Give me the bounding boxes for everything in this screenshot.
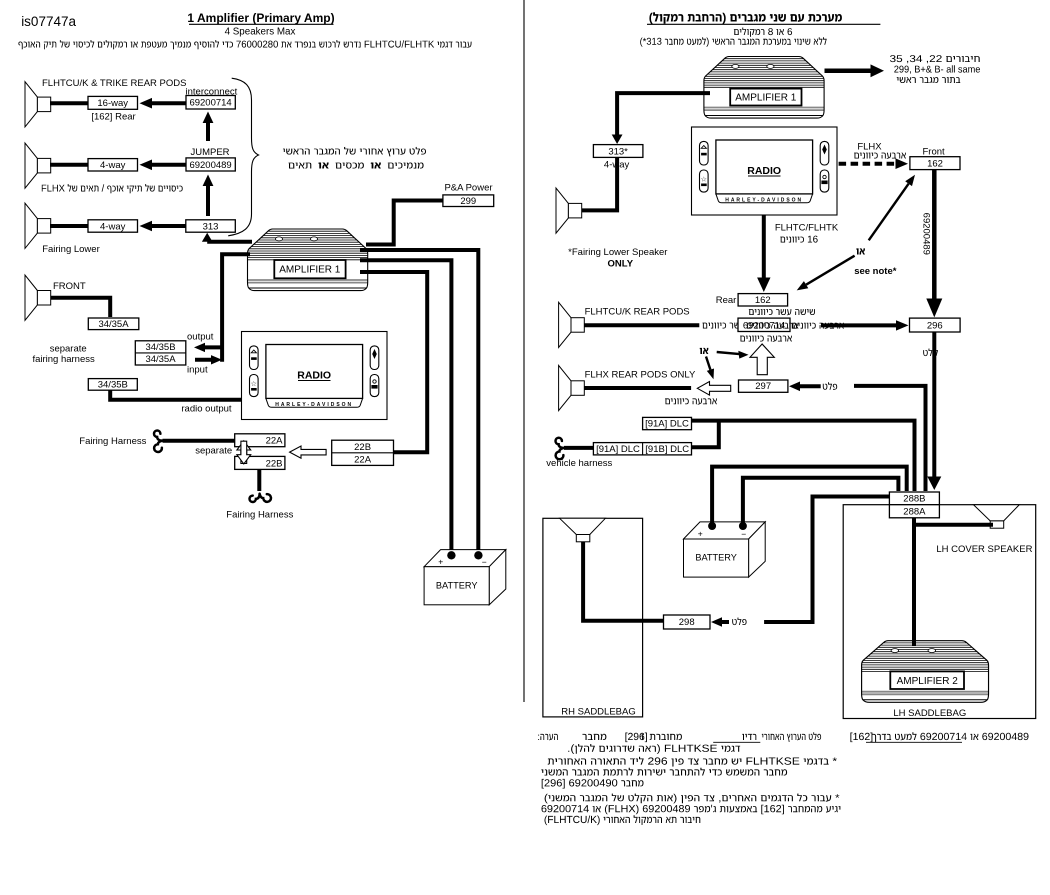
svg-text:separate: separate — [195, 446, 232, 457]
svg-text:297: 297 — [755, 381, 771, 392]
svg-text:22B: 22B — [266, 458, 283, 469]
svg-text:34/35B: 34/35B — [98, 380, 128, 391]
svg-text:162: 162 — [927, 158, 943, 169]
svg-text:Rear: Rear — [716, 295, 737, 306]
svg-text:is07747a: is07747a — [21, 14, 76, 29]
svg-text:vehicle harness: vehicle harness — [546, 458, 612, 469]
svg-text:FLHX REAR PODS ONLY: FLHX REAR PODS ONLY — [585, 370, 696, 381]
svg-text:FLHX: FLHX — [857, 142, 882, 153]
svg-text:AMPLIFIER 2: AMPLIFIER 2 — [897, 676, 959, 687]
svg-text:FLHTCU/K REAR PODS: FLHTCU/K REAR PODS — [585, 307, 690, 318]
svg-text:Fairing Harness: Fairing Harness — [226, 510, 293, 521]
svg-text:22B: 22B — [354, 442, 371, 453]
svg-text:fairing harness: fairing harness — [32, 354, 95, 365]
svg-text:JUMPER: JUMPER — [190, 147, 229, 158]
svg-text:output: output — [187, 332, 214, 343]
svg-text:interconnect: interconnect — [186, 87, 238, 98]
svg-text:[162] Rear: [162] Rear — [91, 112, 135, 123]
svg-text:69200489: 69200489 — [920, 213, 931, 255]
svg-text:299: 299 — [460, 196, 476, 207]
svg-text:22A: 22A — [266, 436, 284, 447]
svg-text:313*: 313* — [608, 146, 628, 157]
svg-text:4 Speakers Max: 4 Speakers Max — [225, 27, 296, 38]
svg-text:162: 162 — [755, 295, 771, 306]
svg-text:288B: 288B — [903, 494, 925, 505]
svg-text:288A: 288A — [903, 507, 926, 518]
svg-text:4-way: 4-way — [100, 221, 126, 232]
svg-text:input: input — [187, 365, 208, 376]
svg-text:separate: separate — [50, 344, 87, 355]
svg-text:LH SADDLEBAG: LH SADDLEBAG — [893, 708, 966, 719]
svg-text:[91A] DLC: [91A] DLC — [645, 419, 689, 430]
svg-text:22A: 22A — [354, 455, 372, 466]
svg-text:Front: Front — [923, 147, 946, 158]
svg-text:296: 296 — [927, 321, 943, 332]
svg-text:69200714: 69200714 — [189, 98, 231, 109]
svg-text:*Fairing Lower Speaker: *Fairing Lower Speaker — [568, 247, 667, 258]
svg-text:34/35A: 34/35A — [145, 354, 176, 365]
svg-text:AMPLIFIER 1: AMPLIFIER 1 — [735, 93, 797, 104]
svg-text:FRONT: FRONT — [53, 281, 86, 292]
svg-text:AMPLIFIER 1: AMPLIFIER 1 — [279, 265, 341, 276]
svg-text:Fairing Lower: Fairing Lower — [42, 244, 100, 255]
svg-text:see note*: see note* — [854, 266, 897, 277]
svg-text:[91A] DLC: [91A] DLC — [596, 444, 640, 455]
svg-text:Fairing Harness: Fairing Harness — [79, 436, 146, 447]
svg-text:P&A Power: P&A Power — [444, 183, 492, 194]
svg-text:298: 298 — [679, 617, 695, 628]
svg-text:ONLY: ONLY — [608, 259, 634, 270]
svg-text:FLHTCU/K & TRIKE REAR PODS: FLHTCU/K & TRIKE REAR PODS — [42, 78, 186, 89]
svg-text:4-way: 4-way — [604, 159, 630, 170]
svg-text:34/35B: 34/35B — [145, 342, 175, 353]
svg-text:FLHTC/FLHTK: FLHTC/FLHTK — [775, 223, 839, 234]
svg-text:1 Amplifier (Primary Amp): 1 Amplifier (Primary Amp) — [187, 11, 334, 25]
svg-text:[91B] DLC: [91B] DLC — [645, 444, 689, 455]
svg-text:RH SADDLEBAG: RH SADDLEBAG — [561, 707, 635, 718]
svg-text:69200489: 69200489 — [189, 160, 231, 171]
svg-text:313: 313 — [203, 221, 219, 232]
svg-text:69200714: 69200714 — [743, 320, 785, 331]
svg-text:radio output: radio output — [181, 404, 232, 415]
svg-text:16-way: 16-way — [97, 98, 128, 109]
svg-text:34/35A: 34/35A — [98, 319, 129, 330]
svg-text:4-way: 4-way — [100, 160, 126, 171]
svg-text:LH COVER SPEAKER: LH COVER SPEAKER — [936, 544, 1032, 555]
